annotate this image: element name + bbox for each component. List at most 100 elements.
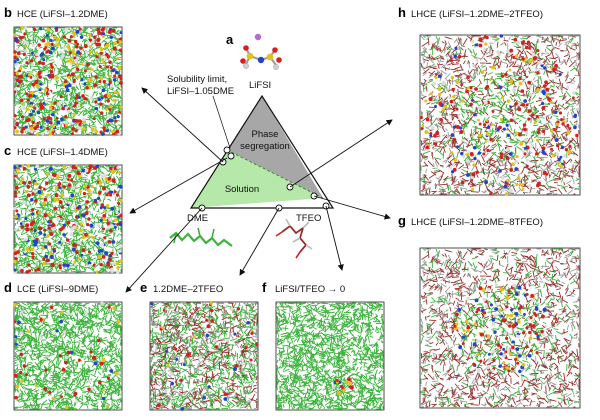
molecule-bond bbox=[57, 68, 66, 71]
molecule-bond bbox=[119, 79, 122, 82]
atom bbox=[112, 98, 117, 103]
molecule-bond bbox=[73, 74, 79, 81]
molecule-bond bbox=[112, 57, 115, 62]
molecule-bond bbox=[93, 244, 101, 250]
molecule-bond bbox=[85, 118, 92, 121]
molecule-bond bbox=[119, 369, 122, 372]
molecule-bond bbox=[32, 31, 38, 34]
molecule-bond bbox=[31, 73, 35, 77]
molecule-bond bbox=[90, 221, 95, 225]
molecule-bond bbox=[84, 242, 88, 246]
atom bbox=[94, 75, 98, 79]
molecule-bond bbox=[55, 169, 58, 174]
molecule-bond bbox=[56, 90, 60, 98]
atom bbox=[93, 361, 98, 366]
atom bbox=[92, 117, 96, 121]
molecule-bond bbox=[59, 123, 62, 131]
atom bbox=[97, 30, 102, 35]
atom bbox=[59, 95, 63, 99]
molecule-bond bbox=[56, 246, 62, 249]
panel-b-letter: b bbox=[4, 5, 12, 20]
atom bbox=[79, 120, 83, 123]
molecule-bond bbox=[31, 68, 35, 72]
atom bbox=[71, 48, 75, 52]
molecule-bond bbox=[40, 354, 47, 357]
atom bbox=[100, 203, 105, 207]
atom bbox=[41, 192, 45, 196]
atom bbox=[62, 178, 67, 182]
molecule-bond bbox=[26, 233, 31, 237]
atom bbox=[77, 96, 81, 100]
atom bbox=[16, 58, 20, 62]
atom bbox=[46, 234, 50, 238]
atom bbox=[77, 174, 82, 178]
atom bbox=[24, 189, 29, 194]
molecule-bond bbox=[84, 107, 90, 113]
molecule-bond bbox=[61, 168, 68, 171]
atom bbox=[27, 263, 31, 267]
atom bbox=[91, 39, 95, 44]
molecule-bond bbox=[81, 130, 84, 135]
molecule-bond bbox=[62, 257, 67, 265]
atom bbox=[91, 355, 96, 360]
atom bbox=[13, 50, 17, 54]
molecule-bond bbox=[17, 368, 24, 371]
atom bbox=[22, 112, 26, 116]
atom bbox=[76, 63, 80, 67]
molecule-bond bbox=[28, 39, 31, 48]
molecule-bond bbox=[38, 239, 41, 244]
molecule-bond bbox=[21, 302, 27, 306]
molecule-bond bbox=[114, 196, 117, 201]
atom bbox=[67, 183, 72, 188]
molecule-bond bbox=[77, 92, 82, 100]
molecule-bond bbox=[93, 62, 97, 66]
atom bbox=[24, 45, 28, 49]
atom bbox=[102, 61, 106, 65]
molecule-bond bbox=[94, 177, 100, 184]
molecule-bond bbox=[46, 125, 51, 128]
atom bbox=[62, 46, 66, 50]
atom bbox=[61, 226, 65, 230]
molecule-bond bbox=[42, 82, 45, 86]
atom bbox=[99, 102, 103, 106]
molecule-bond bbox=[45, 36, 49, 39]
atom bbox=[89, 96, 94, 101]
molecule-bond bbox=[80, 387, 85, 390]
atom bbox=[100, 175, 104, 179]
atom bbox=[100, 96, 104, 100]
atom bbox=[86, 222, 90, 227]
atom bbox=[67, 83, 72, 88]
molecule-bond bbox=[117, 124, 122, 127]
atom bbox=[89, 350, 93, 354]
atom bbox=[109, 369, 114, 373]
molecule-bond bbox=[34, 68, 43, 71]
atom bbox=[38, 75, 42, 79]
molecule-bond bbox=[112, 232, 116, 239]
atom bbox=[13, 126, 17, 130]
atom bbox=[75, 94, 79, 98]
atom bbox=[20, 26, 25, 30]
molecule-bond bbox=[38, 46, 43, 49]
atom bbox=[110, 206, 115, 211]
atom bbox=[22, 200, 27, 205]
atom bbox=[58, 240, 62, 244]
atom bbox=[33, 106, 37, 110]
molecule-bond bbox=[106, 126, 110, 132]
atom bbox=[64, 84, 69, 89]
molecule-bond bbox=[31, 201, 36, 206]
panel-d-molecules bbox=[13, 301, 122, 410]
atom bbox=[20, 129, 24, 134]
molecule-bond bbox=[51, 203, 54, 208]
atom bbox=[60, 99, 65, 104]
molecule-bond bbox=[38, 252, 43, 255]
atom bbox=[44, 368, 48, 372]
atom bbox=[73, 56, 77, 60]
atom bbox=[96, 338, 101, 343]
atom bbox=[92, 263, 96, 267]
atom bbox=[30, 62, 35, 67]
panel-e: e 1.2DME–2TFEO bbox=[140, 280, 259, 411]
atom bbox=[45, 181, 49, 185]
molecule-bond bbox=[32, 59, 39, 65]
molecule-bond bbox=[64, 251, 70, 254]
molecule-bond bbox=[95, 341, 98, 347]
